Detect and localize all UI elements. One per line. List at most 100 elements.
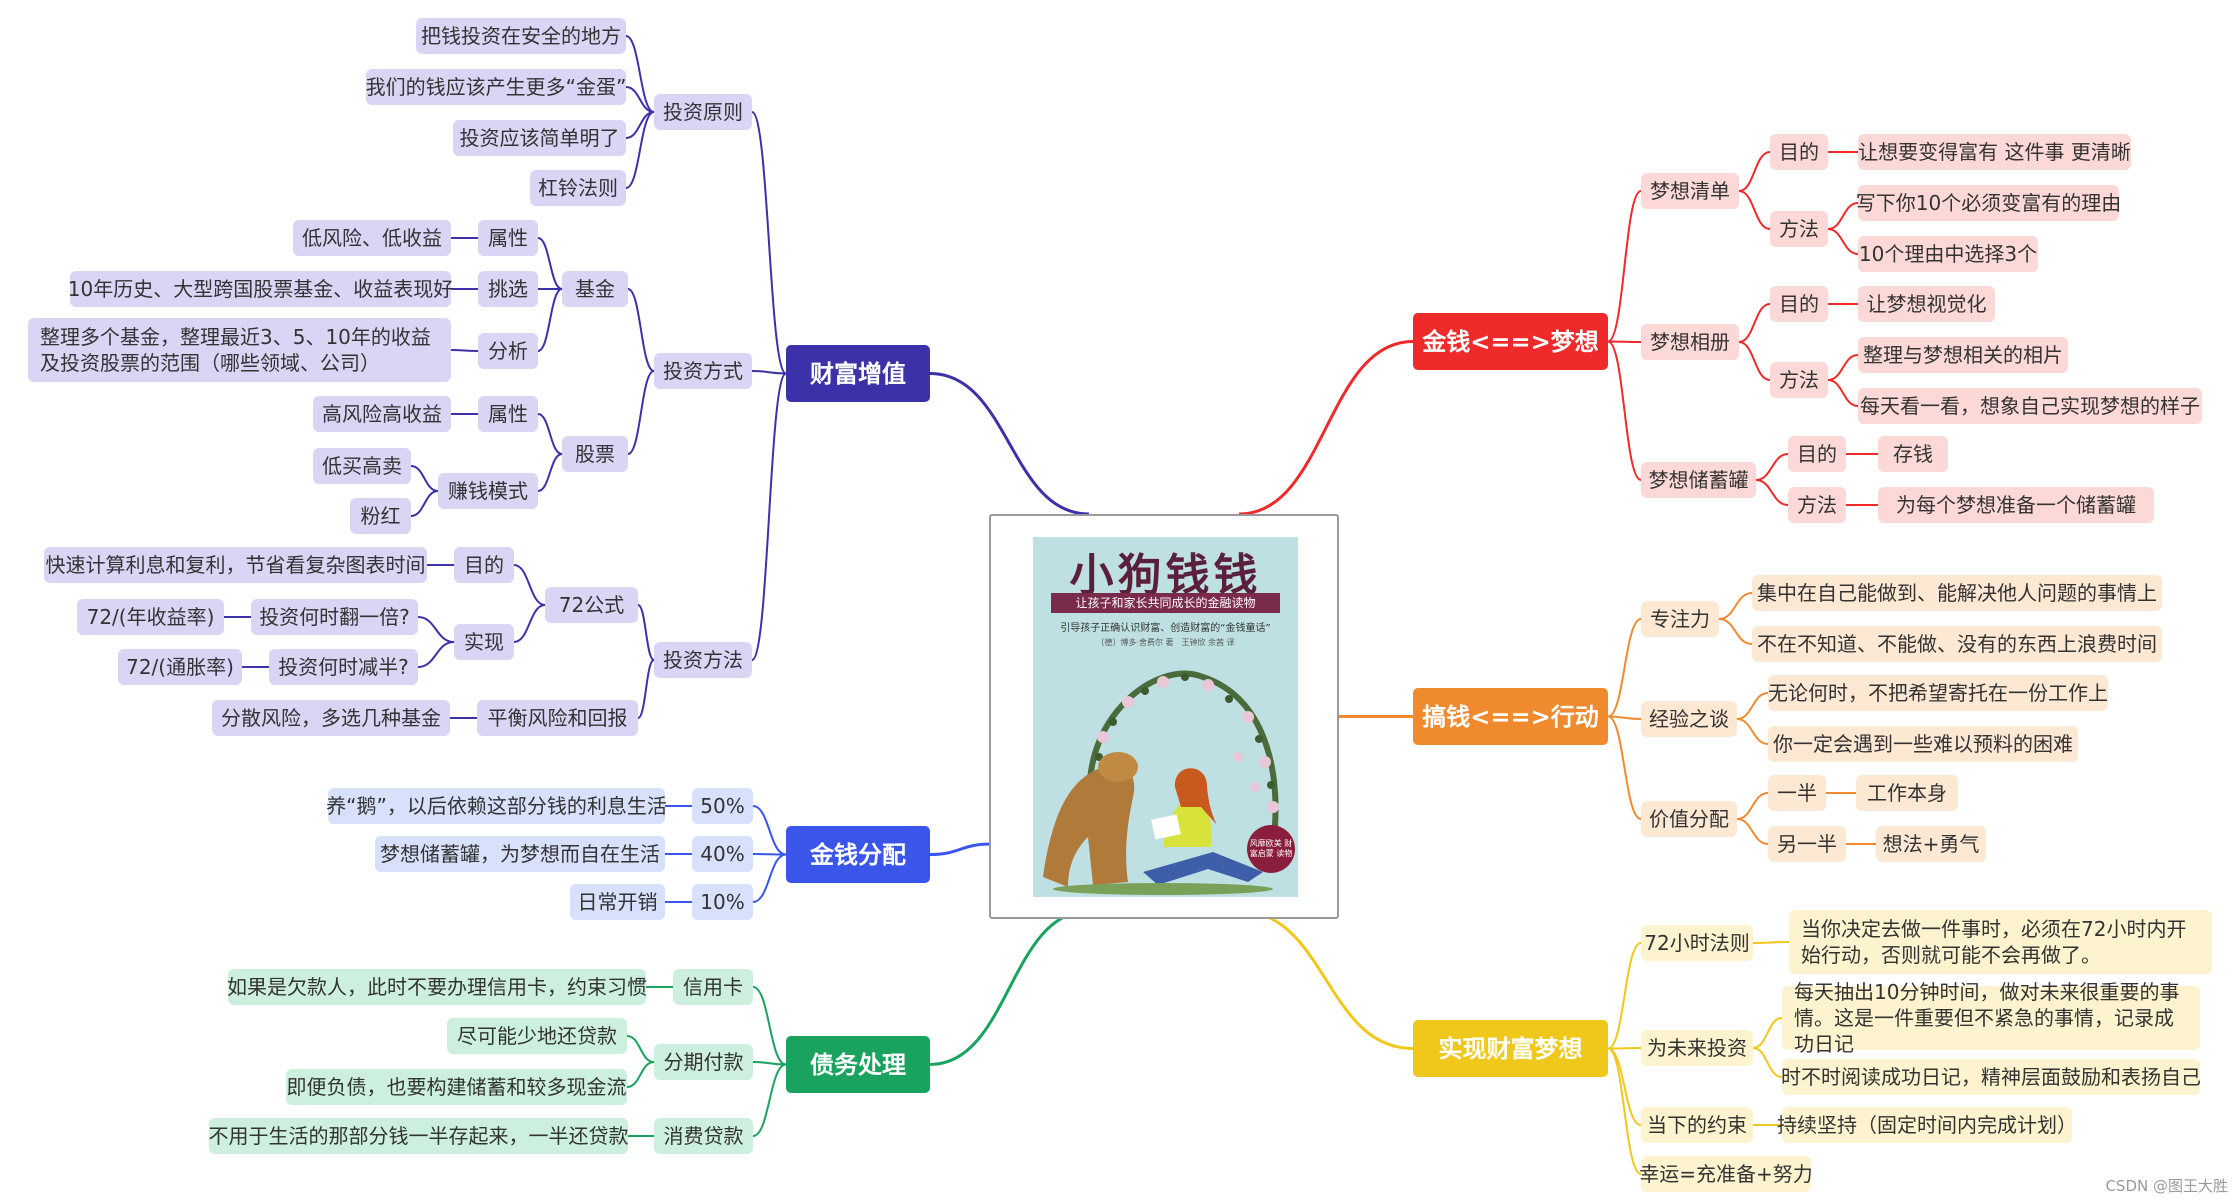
leaf-experience: 你一定会遇到一些难以预料的困难 — [1768, 726, 2078, 762]
connector-m-ac-ac-72 — [1607, 942, 1642, 1050]
connector-ac-fu-ac-fu1 — [1752, 1047, 1783, 1078]
node-luck-formula: 幸运=充准备+努力 — [1639, 1156, 1813, 1192]
node-installments: 分期付款 — [654, 1044, 753, 1080]
connector-wg-72i-wg-72dq — [417, 616, 455, 643]
leaf-dream-list-goal: 让想要变得富有 这件事 更清晰 — [1858, 134, 2131, 170]
node-dream-album: 梦想相册 — [1641, 324, 1739, 360]
leaf-principle: 我们的钱应该产生更多“金蛋” — [366, 69, 626, 105]
node-invest-future: 为未来投资 — [1641, 1030, 1753, 1066]
connector-mm-f-mm-f0 — [1718, 592, 1753, 620]
node-allocation-50: 50% — [692, 788, 753, 824]
connector-m-ma-ma-1p — [752, 853, 787, 856]
connector-wg-p-wg-p3 — [625, 111, 655, 189]
book-title: 小狗钱钱 — [1069, 550, 1262, 601]
node-rule-72-goal: 目的 — [454, 547, 514, 583]
book-seal: 风靡欧美 财富启蒙 读物 — [1247, 825, 1295, 873]
connector-m-de-de-i — [752, 1061, 787, 1066]
leaf-dream-jar-goal: 存钱 — [1878, 436, 1948, 472]
leaf-half: 工作本身 — [1856, 775, 1958, 811]
connector-m-ma-ma-0p — [752, 805, 787, 856]
connector-mm-v-mm-v1 — [1736, 792, 1769, 820]
leaf-allocation-50: 养“鹅”，以后依赖这部分钱的利息生活 — [326, 788, 667, 824]
leaf-dream-album-method: 整理与梦想相关的相片 — [1858, 337, 2068, 373]
leaf-dream-list-method: 写下你10个必须变富有的理由 — [1856, 185, 2121, 221]
connector-wg-fn-wg-fnv — [450, 349, 479, 352]
node-investment-principles: 投资原则 — [654, 94, 752, 130]
connector-m-md-md-a — [1607, 340, 1642, 343]
connector-wg-m-wg-s — [627, 370, 655, 455]
topic-wealth-growth: 财富增值 — [786, 345, 930, 402]
connector-md-a-md-ag — [1738, 303, 1771, 343]
connector-m-mm-mm-v — [1607, 715, 1642, 820]
node-72-hour-rule: 72小时法则 — [1641, 925, 1753, 961]
topic-money-dream: 金钱<==>梦想 — [1413, 313, 1608, 370]
connector-m-wg-wg-t — [751, 372, 787, 661]
topic-make-money-action: 搞钱<==>行动 — [1413, 688, 1608, 745]
connector-C-m-ac — [1238, 909, 1414, 1050]
leaf-installments: 尽可能少地还贷款 — [447, 1018, 627, 1054]
node-rule-72: 72公式 — [545, 587, 638, 623]
connector-m-ac-ac-fu — [1607, 1047, 1642, 1050]
connector-mm-e-mm-e0 — [1736, 692, 1769, 720]
book-authors: 〔德〕博多·舍费尔 著 王钟欣 余茜 译 — [1096, 638, 1235, 647]
leaf-invest-future: 每天抽出10分钟时间，做对未来很重要的事情。这是一件重要但不紧急的事情，记录成功… — [1782, 980, 2200, 1056]
connector-md-a-md-am — [1738, 341, 1771, 381]
node-dream-album-goal: 目的 — [1770, 286, 1828, 322]
leaf-profit-model: 低买高卖 — [313, 448, 411, 484]
node-dream-list: 梦想清单 — [1641, 173, 1739, 209]
leaf-fund-selection: 10年历史、大型跨国股票基金、收益表现好 — [68, 271, 453, 307]
node-focus: 专注力 — [1641, 601, 1719, 637]
book-illustration — [1043, 670, 1279, 895]
node-fund: 基金 — [562, 271, 628, 307]
connector-m-de-de-c — [752, 986, 787, 1066]
leaf-focus: 不在不知道、不能做、没有的东西上浪费时间 — [1752, 626, 2162, 662]
leaf-stock-attribute: 高风险高收益 — [313, 396, 451, 432]
connector-ac-72-ac-72v — [1752, 941, 1790, 944]
node-dream-list-goal: 目的 — [1770, 134, 1828, 170]
node-experience: 经验之谈 — [1641, 701, 1737, 737]
leaf-halving-question: 投资何时减半? — [269, 649, 418, 685]
connector-C-m-ma — [929, 842, 992, 856]
connector-wg-f-wg-fn — [537, 288, 563, 352]
connector-wg-72-wg-72g — [513, 564, 546, 606]
node-fund-selection: 挑选 — [478, 271, 538, 307]
leaf-present-commitment: 持续坚持（固定时间内完成计划） — [1777, 1107, 2077, 1143]
leaf-principle: 投资应该简单明了 — [453, 120, 626, 156]
node-stock: 股票 — [562, 436, 628, 472]
connector-md-am-md-am1 — [1827, 379, 1859, 407]
node-dream-jar-goal: 目的 — [1788, 436, 1846, 472]
leaf-72-hour-rule: 当你决定去做一件事时，必须在72小时内开始行动，否则就可能不会再做了。 — [1789, 910, 2212, 974]
connector-wg-72-wg-72i — [513, 604, 546, 643]
node-rule-72-implementation: 实现 — [454, 624, 514, 660]
connector-mm-f-mm-f1 — [1718, 618, 1753, 645]
connector-wg-p-wg-p1 — [625, 86, 655, 113]
node-dream-jar-method: 方法 — [1788, 487, 1846, 523]
connector-m-mm-mm-e — [1607, 715, 1642, 720]
connector-md-l-md-lm — [1738, 190, 1771, 230]
connector-m-wg-wg-p — [751, 111, 787, 375]
connector-m-ac-ac-lu — [1607, 1047, 1642, 1175]
leaf-principle: 把钱投资在安全的地方 — [416, 18, 626, 54]
book-cover-image: 小狗钱钱 让孩子和家长共同成长的金融读物 引导孩子正确认识财富、创造财富的“金钱… — [1033, 537, 1298, 897]
leaf-principle: 杠铃法则 — [530, 170, 626, 206]
connector-wg-m-wg-f — [627, 288, 655, 372]
node-stock-attribute: 属性 — [478, 396, 538, 432]
leaf-fund-attribute: 低风险、低收益 — [293, 220, 451, 256]
topic-debt-handling: 债务处理 — [786, 1036, 930, 1093]
connector-C-m-wg — [929, 372, 1090, 516]
connector-C-m-de — [929, 909, 1090, 1066]
connector-wg-p-wg-p0 — [625, 35, 655, 113]
connector-wg-72i-wg-72hq — [417, 641, 455, 668]
node-value-distribution: 价值分配 — [1641, 801, 1737, 837]
connector-md-lm-md-lm0 — [1827, 202, 1859, 230]
book-subtitle: 让孩子和家长共同成长的金融读物 — [1051, 593, 1280, 613]
connector-md-am-md-am0 — [1827, 354, 1859, 381]
node-allocation-10: 10% — [692, 884, 753, 920]
leaf-profit-model: 粉红 — [350, 498, 411, 534]
node-dream-list-method: 方法 — [1770, 211, 1828, 247]
node-fund-attribute: 属性 — [478, 220, 538, 256]
node-dream-album-method: 方法 — [1770, 362, 1828, 398]
connector-wg-t-wg-72 — [637, 604, 655, 661]
connector-m-md-md-j — [1607, 340, 1642, 481]
